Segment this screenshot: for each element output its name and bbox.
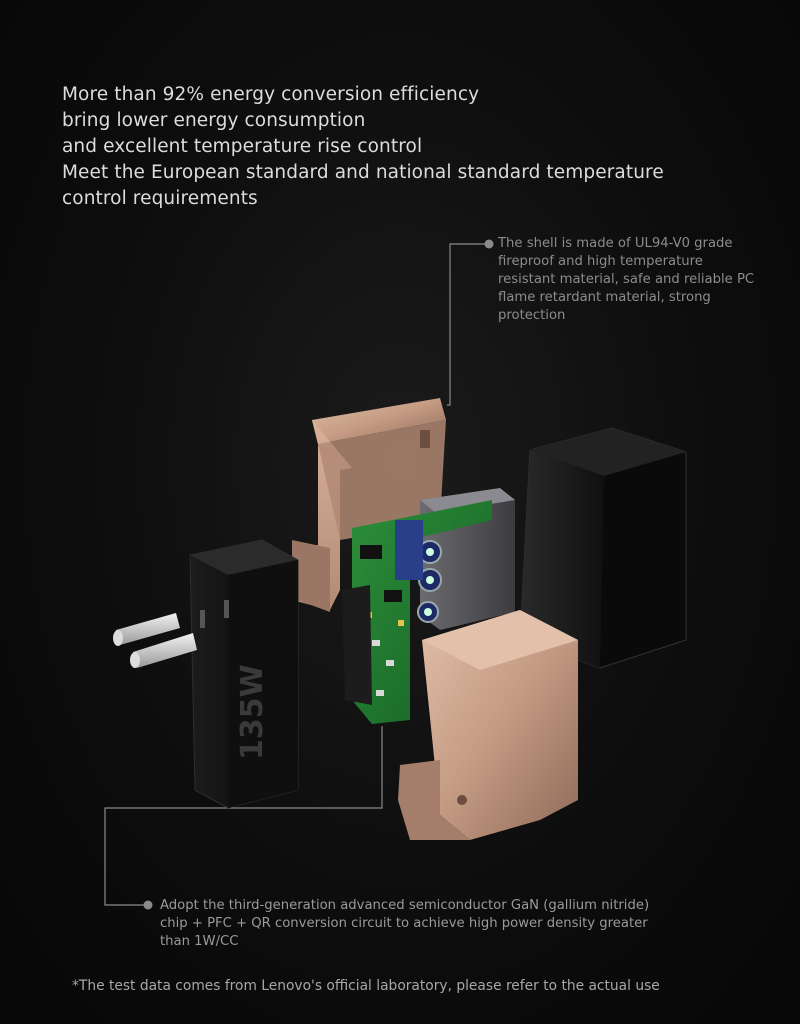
headline-text: More than 92% energy conversion efficien… xyxy=(62,82,722,212)
bottom-copper-shield xyxy=(398,610,578,840)
capacitors xyxy=(417,540,442,623)
gan-callout: Adopt the third-generation advanced semi… xyxy=(160,897,720,951)
shell-callout-line: protection xyxy=(498,308,566,323)
footnote: *The test data comes from Lenovo's offic… xyxy=(72,978,660,994)
gan-callout-line: Adopt the third-generation advanced semi… xyxy=(160,898,650,913)
plug-end-cap: 135W xyxy=(189,539,299,809)
headline-line: More than 92% energy conversion efficien… xyxy=(62,84,480,105)
shell-callout: The shell is made of UL94-V0 grade firep… xyxy=(498,235,783,325)
gan-callout-line: chip + PFC + QR conversion circuit to ac… xyxy=(160,916,648,931)
shell-leader-line xyxy=(447,239,494,406)
headline-line: bring lower energy consumption xyxy=(62,110,366,131)
plug-prongs xyxy=(113,613,197,668)
shell-callout-line: resistant material, safe and reliable PC xyxy=(498,272,755,287)
gan-pcb-board xyxy=(352,500,492,724)
gan-leader-line xyxy=(104,726,383,910)
headline-line: Meet the European standard and national … xyxy=(62,162,664,183)
shell-callout-line: flame retardant material, strong xyxy=(498,290,711,305)
headline-line: control requirements xyxy=(62,188,258,209)
top-copper-shield xyxy=(292,398,446,612)
gan-callout-line: than 1W/CC xyxy=(160,934,239,949)
shell-callout-line: The shell is made of UL94-V0 grade xyxy=(498,236,733,251)
wattage-marking: 135W xyxy=(235,664,270,760)
outer-shell-case xyxy=(519,427,687,669)
headline-line: and excellent temperature rise control xyxy=(62,136,423,157)
shell-callout-line: fireproof and high temperature xyxy=(498,254,703,269)
inner-black-block xyxy=(342,585,372,705)
